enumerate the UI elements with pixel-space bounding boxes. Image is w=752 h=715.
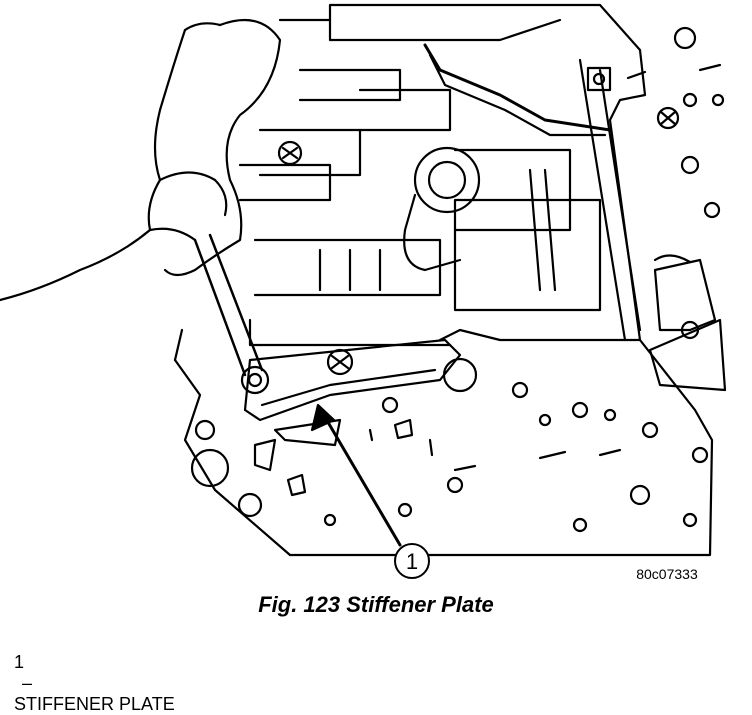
plate-pocket-1: [253, 438, 277, 472]
accumulator-channel: [403, 193, 462, 272]
valve-bore-5: [358, 88, 452, 132]
transfer-plate-outline: [173, 338, 714, 557]
plate-pocket-2: [286, 473, 307, 497]
bracket-tab: [586, 66, 612, 92]
side-bracket: [653, 258, 717, 332]
valve-bore-2: [238, 163, 332, 202]
plate-hole-12: [682, 512, 698, 528]
valve-body-screw-1: [277, 140, 303, 166]
callout-number: 1: [406, 549, 418, 574]
plate-hole-2: [190, 448, 230, 488]
plate-hole-8: [603, 408, 617, 422]
valve-body-lower-edge: [248, 318, 452, 347]
stiffener-plate-hole: [442, 357, 478, 393]
side-hole-4: [703, 201, 721, 219]
valve-bore-7: [453, 198, 602, 312]
side-hole-6: [680, 320, 700, 340]
transfer-plate-edge: [173, 328, 184, 362]
valve-bore-8: [318, 248, 382, 292]
plate-hole-11: [629, 484, 651, 506]
plate-hole-1: [194, 419, 216, 441]
accumulator-boss-outer: [413, 146, 481, 214]
valve-body-outline: [278, 3, 647, 342]
stiffener-plate-screw: [326, 348, 354, 376]
plate-hole-7: [571, 401, 589, 419]
bracket-screw: [592, 72, 606, 86]
plate-hole-6: [538, 413, 552, 427]
plate-hole-3: [237, 492, 263, 518]
plate-slot-5: [428, 438, 434, 457]
bracket-wire: [423, 43, 612, 132]
plate-hole-15: [323, 513, 337, 527]
screwdriver-shaft: [193, 233, 264, 377]
driven-screw: [240, 365, 270, 395]
side-screw: [656, 106, 680, 130]
legend: 1 – STIFFENER PLATE: [4, 631, 175, 715]
valve-bore-6: [453, 148, 572, 232]
valve-body-right-wall: [578, 58, 627, 342]
plate-hole-13: [446, 476, 464, 494]
plate-slot-2: [538, 450, 567, 460]
hand-thumb: [183, 22, 222, 32]
callout-leader: [320, 410, 402, 547]
screw-slot-2: [330, 354, 350, 370]
valve-bore-4: [298, 68, 402, 102]
legend-item-label: STIFFENER PLATE: [14, 694, 175, 714]
plate-hole-14: [397, 502, 413, 518]
figure-caption: Fig. 123 Stiffener Plate: [258, 592, 494, 617]
plate-hole-9: [641, 421, 659, 439]
bracket-wire-2: [428, 53, 607, 137]
plate-hole-4: [381, 396, 399, 414]
side-hole-3: [680, 155, 700, 175]
callout-circle: [394, 543, 430, 579]
side-slot-2: [698, 63, 722, 72]
plate-hole-16: [572, 517, 588, 533]
technical-illustration: 1: [0, 3, 727, 579]
side-hole-5: [711, 93, 725, 107]
stiffener-plate-edge: [260, 368, 437, 407]
stiffener-plate: [243, 338, 462, 422]
plate-slot-3: [598, 448, 622, 457]
valve-bore-3: [253, 238, 442, 297]
hand-finger-2: [148, 227, 197, 242]
callout-1: 1: [394, 543, 430, 579]
driven-screw-head: [247, 372, 263, 388]
side-slot-1: [626, 70, 647, 80]
side-bracket-2: [648, 318, 727, 392]
accumulator-boss-inner: [427, 160, 467, 200]
valve-body-inner-edge: [328, 18, 562, 42]
valve-bore-1: [258, 128, 362, 177]
plate-hole-10: [691, 446, 709, 464]
hand-outline: [0, 18, 282, 302]
plate-hole-5: [511, 381, 529, 399]
side-hole-2: [682, 92, 698, 108]
plate-pocket-3: [393, 418, 414, 440]
side-hole-1: [673, 26, 697, 50]
callout-arrowhead: [310, 403, 336, 432]
hand-finger-1: [158, 171, 228, 217]
side-bracket-3: [653, 254, 692, 264]
plate-slot-4: [368, 428, 374, 442]
valve-body-right-wall-2: [598, 68, 642, 332]
figure-code: 80c07333: [636, 566, 698, 582]
legend-item-separator: –: [22, 673, 33, 693]
valve-spring-lines: [528, 168, 557, 292]
screw-slot-1: [281, 146, 299, 160]
legend-item-number: 1: [14, 652, 25, 672]
plate-slot-1: [453, 464, 477, 472]
side-screw-slot: [659, 110, 677, 126]
